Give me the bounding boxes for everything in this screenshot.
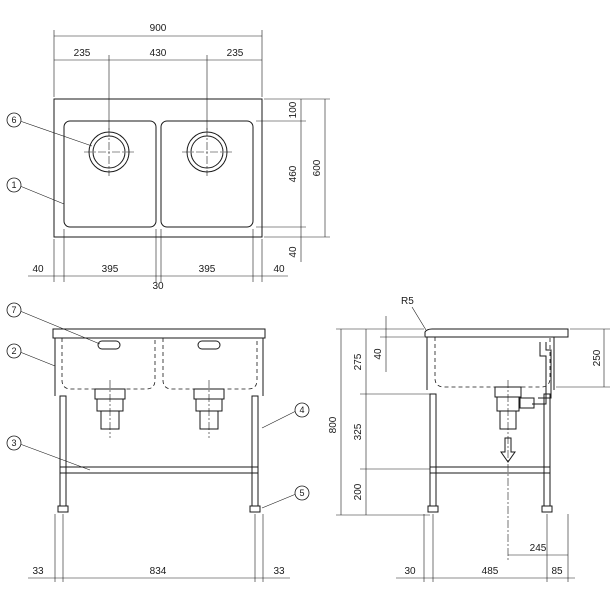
- front-bowl-right: [162, 338, 258, 390]
- front-view: 33 834 33 7 2 3 4 5: [6, 302, 310, 582]
- dim-bottom-left-margin: 40: [32, 264, 44, 275]
- callout-label-3: 3: [11, 438, 16, 448]
- front-leg-left: [59, 395, 67, 507]
- dim-radius: R5: [401, 296, 414, 307]
- front-leg-right: [251, 395, 259, 507]
- dim-top-to-rim: 275: [353, 353, 364, 370]
- side-foot-front: [427, 505, 439, 513]
- dim-drain-offset: 245: [530, 543, 547, 554]
- callout-circle: [6, 112, 22, 128]
- overflow-left: [97, 340, 121, 350]
- leader-line: [19, 310, 101, 345]
- leader-line: [261, 493, 297, 509]
- dim-overall-width: 900: [150, 23, 167, 34]
- callout-circle: [6, 302, 22, 318]
- side-foot-back: [541, 505, 553, 513]
- leader-line: [19, 120, 93, 147]
- callout-label-5: 5: [299, 488, 304, 498]
- callout-circle: [6, 343, 22, 359]
- flow-arrow-icon: [500, 437, 516, 463]
- overflow-right: [197, 340, 221, 350]
- front-drain-left: [94, 380, 126, 438]
- dim-right-mid: 460: [288, 165, 299, 182]
- side-leg-front: [429, 393, 437, 507]
- callout-circle: [294, 485, 310, 501]
- leader-line: [19, 443, 91, 471]
- callout-label-2: 2: [11, 346, 16, 356]
- side-view: R5 800 275 325 200 40 250 245 30 485 85: [328, 296, 610, 582]
- front-foot-right: [249, 505, 261, 513]
- dim-bottom-right-margin: 40: [273, 264, 285, 275]
- leader-line: [19, 351, 56, 367]
- front-drain-right: [193, 380, 225, 438]
- dim-lower: 200: [353, 483, 364, 500]
- front-foot-left: [57, 505, 69, 513]
- callout-label-7: 7: [11, 305, 16, 315]
- side-pipe-elbow: [519, 397, 535, 409]
- side-basin: [434, 337, 551, 388]
- dim-leg-span: 834: [150, 566, 167, 577]
- leader-line: [411, 306, 427, 331]
- side-shelf: [429, 466, 551, 474]
- dim-base-left: 30: [404, 566, 416, 577]
- side-overflow-pipe: [538, 342, 552, 399]
- leader-line: [19, 185, 65, 205]
- front-bowl-left: [61, 338, 156, 390]
- dim-overall-height: 800: [328, 416, 339, 433]
- dim-bottom-center-gap: 30: [152, 281, 164, 292]
- dim-top-center: 430: [150, 48, 167, 59]
- dim-rim-thickness: 40: [373, 348, 384, 360]
- dim-leg-left: 33: [32, 566, 44, 577]
- dim-basin-depth: 250: [592, 349, 603, 366]
- side-rim: [424, 328, 569, 338]
- side-overflow-pipe-inner: [532, 342, 547, 405]
- callout-label-1: 1: [11, 180, 16, 190]
- dim-middle: 325: [353, 423, 364, 440]
- dim-bottom-basin-right: 395: [199, 264, 216, 275]
- front-shelf: [59, 466, 259, 474]
- top-view-outline: [53, 98, 263, 238]
- callout-circle: [6, 177, 22, 193]
- dim-top-left: 235: [74, 48, 91, 59]
- top-view-basin-left: [63, 120, 157, 228]
- leader-line: [261, 410, 297, 429]
- callout-circle: [294, 402, 310, 418]
- dim-right-overall: 600: [312, 159, 323, 176]
- front-rim: [52, 328, 266, 339]
- callout-circle: [6, 435, 22, 451]
- callout-label-6: 6: [11, 115, 16, 125]
- dim-top-right: 235: [227, 48, 244, 59]
- dim-bottom-basin-left: 395: [102, 264, 119, 275]
- dim-right-bottom: 40: [288, 246, 299, 258]
- dim-base-right: 85: [551, 566, 563, 577]
- dim-base-mid: 485: [482, 566, 499, 577]
- top-view: 900 235 430 235 100 460 600 40 40 395 39…: [6, 23, 330, 292]
- callout-label-4: 4: [299, 405, 304, 415]
- dim-leg-right: 33: [273, 566, 285, 577]
- dim-right-top: 100: [288, 101, 299, 118]
- side-leg-back: [543, 393, 551, 507]
